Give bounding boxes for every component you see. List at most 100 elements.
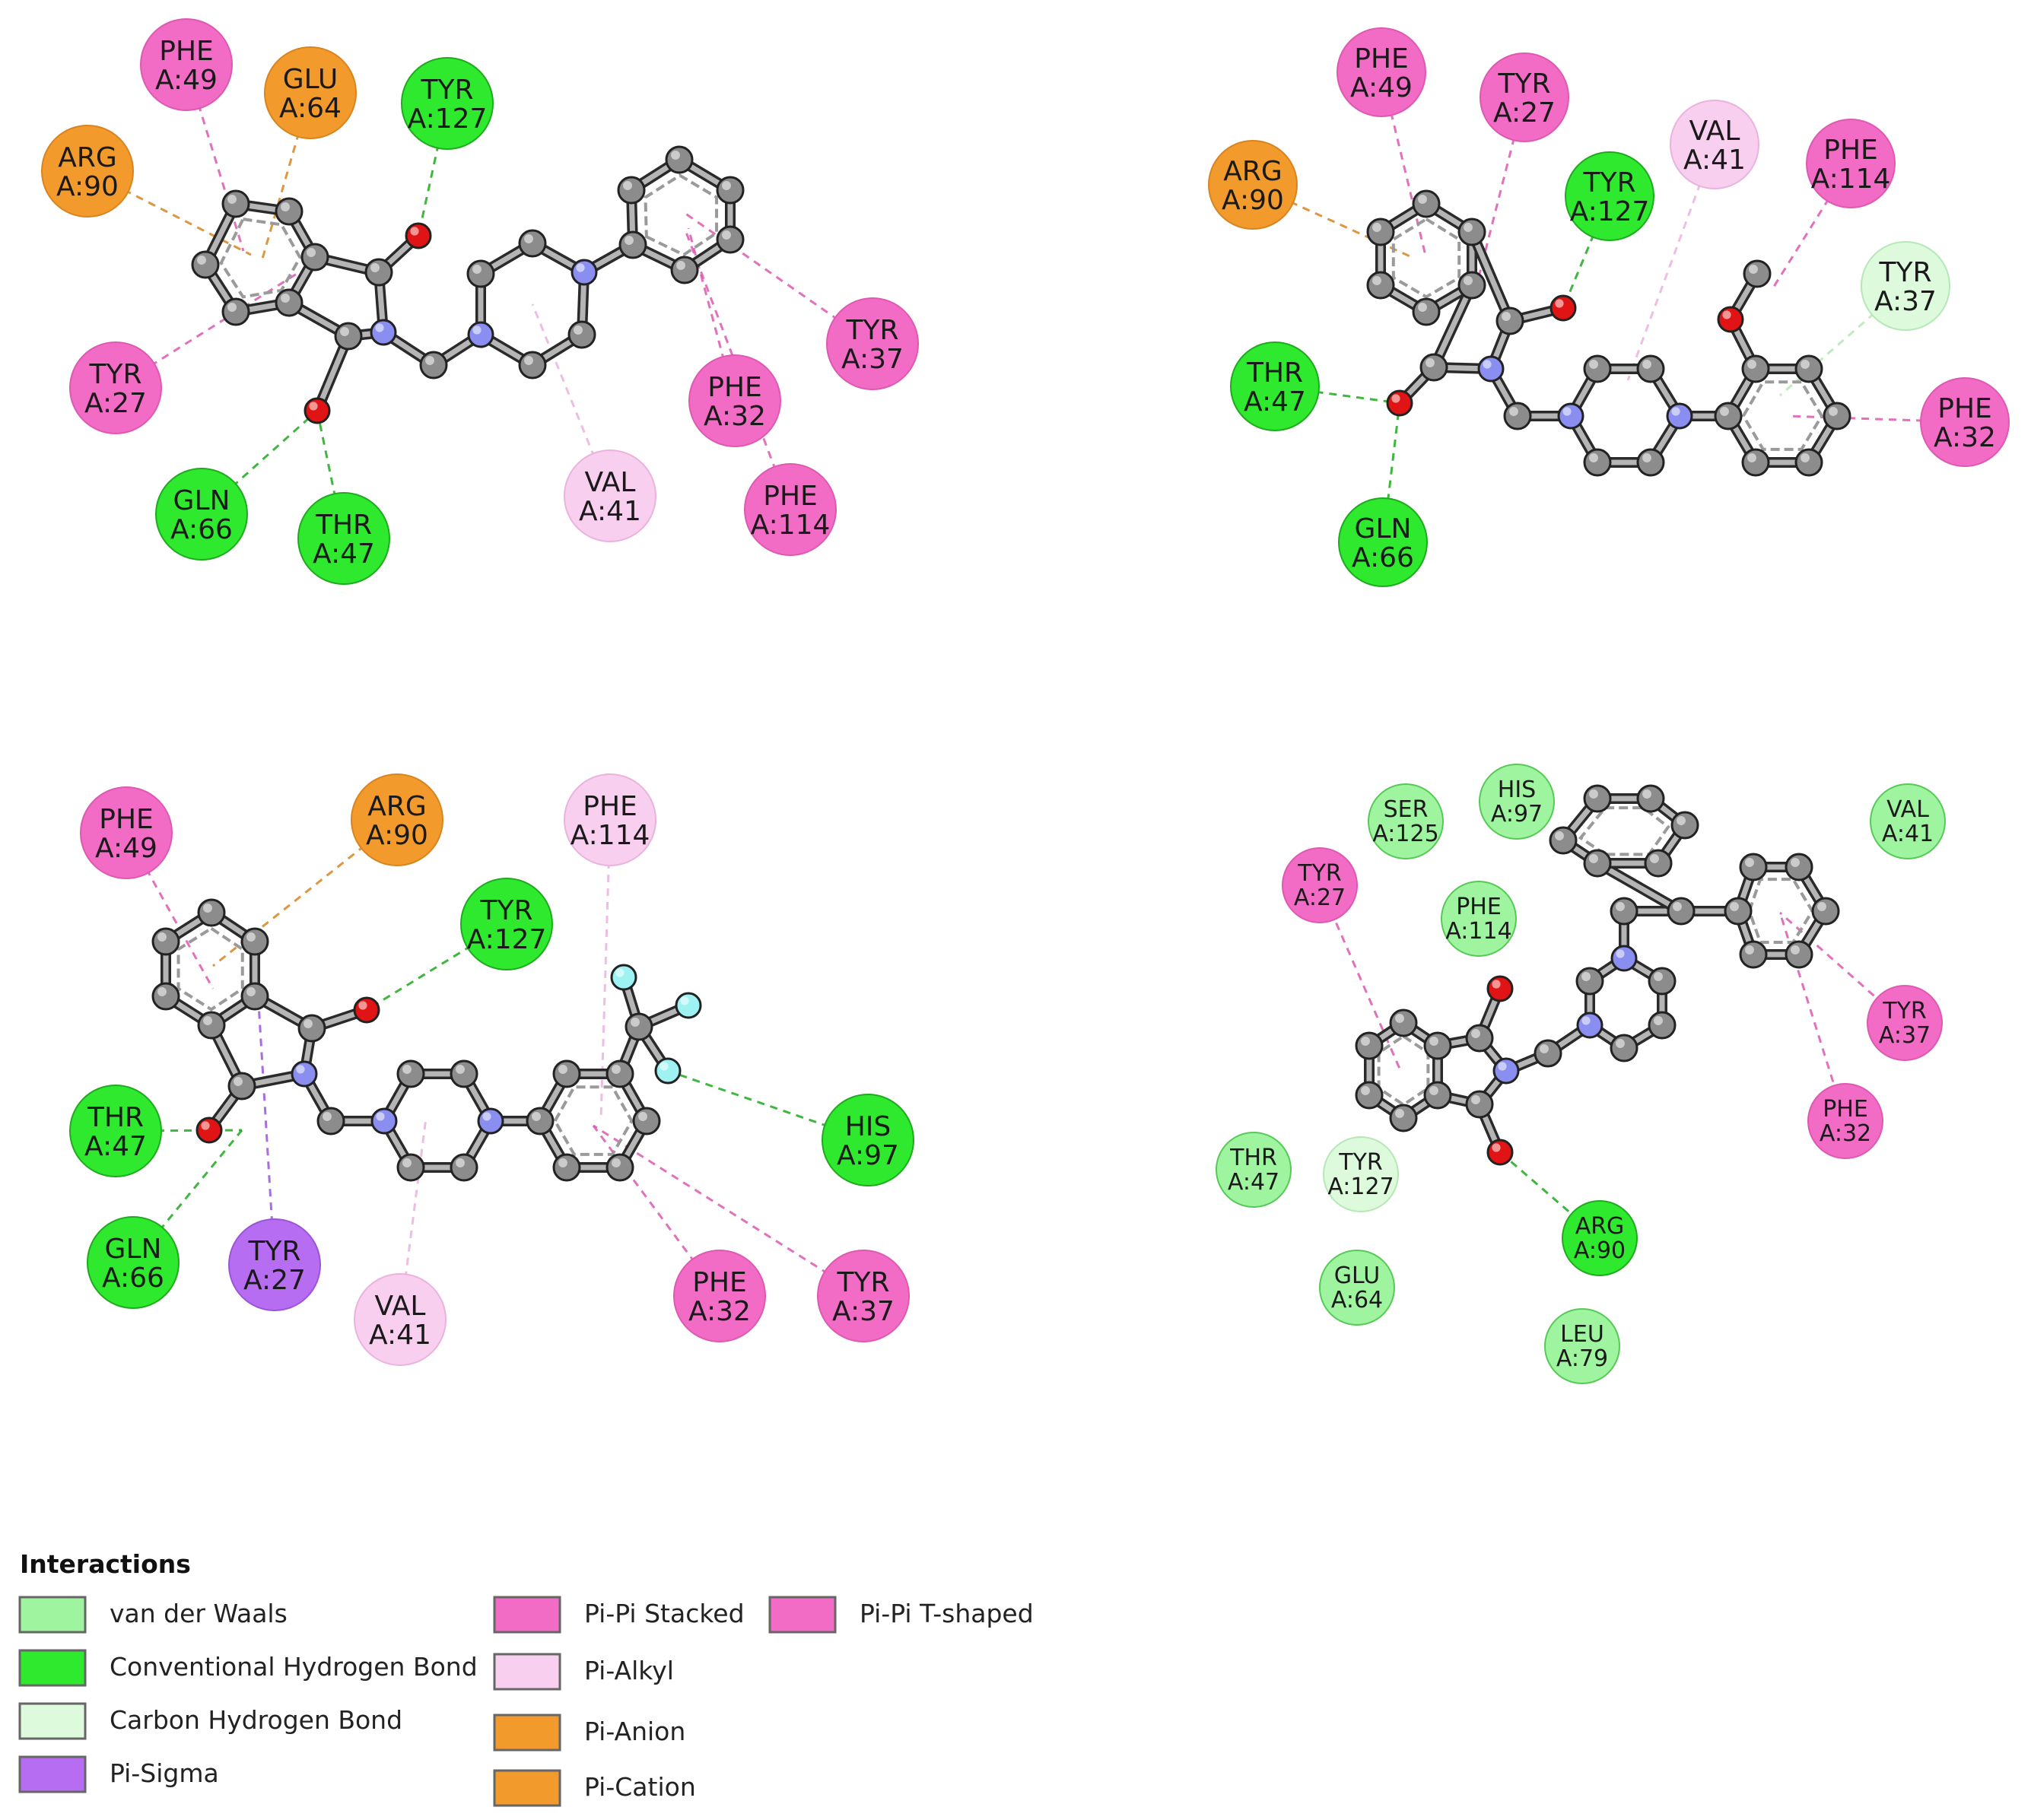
atom-shine xyxy=(1589,789,1598,799)
aromatic-ring xyxy=(1741,380,1824,451)
residue-id: A:114 xyxy=(751,510,831,541)
carbon-atom xyxy=(1583,354,1612,383)
residue-name: TYR xyxy=(1498,68,1551,100)
aromatic-ring xyxy=(176,926,244,1012)
ligand-molecule xyxy=(1355,784,1840,1166)
atom-shine xyxy=(1616,902,1625,911)
carbon-atom xyxy=(1739,853,1768,881)
legend-swatch xyxy=(18,1702,87,1740)
atom-shine xyxy=(410,227,419,236)
residue-id: A:127 xyxy=(408,103,488,135)
residue-name: TYR xyxy=(837,1267,890,1298)
atom-shine xyxy=(1555,831,1564,840)
carbon-atom xyxy=(1534,1039,1562,1068)
residue-bubble xyxy=(69,341,162,434)
residue-name: PHE xyxy=(763,481,818,512)
residue-bubble xyxy=(41,125,134,218)
carbon-atom xyxy=(1743,259,1772,288)
atom-shine xyxy=(1745,858,1754,867)
residue-id: A:127 xyxy=(1327,1174,1394,1200)
residue-id: A:41 xyxy=(1683,145,1746,176)
nitrogen-atom xyxy=(1477,355,1505,383)
residue-id: A:47 xyxy=(84,1131,147,1162)
carbon-atom xyxy=(617,176,646,205)
atom-shine xyxy=(1616,1039,1625,1048)
residue-bubble xyxy=(1338,497,1428,587)
atom-shine xyxy=(402,1158,412,1167)
carbon-atom xyxy=(396,1153,425,1182)
bond-highlight xyxy=(1594,860,1684,914)
atom-shine xyxy=(1471,1095,1480,1104)
interaction-line xyxy=(684,211,873,345)
nitrogen-atom xyxy=(370,1107,398,1135)
carbon-atom xyxy=(518,351,547,380)
legend-swatch xyxy=(768,1596,837,1634)
residue-id: A:66 xyxy=(170,514,233,545)
atom-shine xyxy=(1749,265,1758,274)
residue-name: PHE xyxy=(1823,1096,1868,1123)
carbon-atom xyxy=(1648,967,1677,996)
residue-bubble xyxy=(1216,1132,1292,1208)
residue-bubble xyxy=(1544,1308,1620,1384)
atom-shine xyxy=(1654,972,1663,981)
atom-shine xyxy=(615,968,625,977)
legend-label: Pi-Anion xyxy=(584,1717,685,1746)
atom-shine xyxy=(1642,360,1651,369)
residue-name: PHE xyxy=(1937,393,1992,424)
carbon-atom xyxy=(1794,354,1823,383)
residue-id: A:90 xyxy=(56,171,119,202)
atom-shine xyxy=(676,261,685,270)
atom-shine xyxy=(1471,1029,1480,1038)
residue-bubble xyxy=(297,492,390,585)
legend-label: Pi-Sigma xyxy=(110,1758,219,1788)
carbon-atom xyxy=(567,320,596,349)
residue-id: A:27 xyxy=(1493,97,1556,129)
fluorine-atom xyxy=(610,964,637,991)
fluorine-atom xyxy=(675,992,702,1019)
legend-swatch xyxy=(18,1596,87,1634)
carbon-atom xyxy=(151,982,180,1011)
residue-name: VAL xyxy=(374,1291,425,1322)
atom-shine xyxy=(1673,902,1682,911)
atom-shine xyxy=(1498,1062,1507,1071)
carbon-atom xyxy=(1575,967,1604,996)
carbon-atom xyxy=(221,297,250,326)
residue-name: VAL xyxy=(1886,796,1929,823)
residue-bubble xyxy=(1368,783,1444,859)
atom-shine xyxy=(1395,1014,1404,1023)
residue-bubble xyxy=(1870,783,1946,859)
atom-shine xyxy=(574,326,583,335)
atom-shine xyxy=(1418,303,1427,312)
residue-id: A:114 xyxy=(571,820,650,851)
residue-bubble xyxy=(1920,377,2010,467)
residue-bubble xyxy=(1323,1136,1399,1212)
residue-id: A:41 xyxy=(369,1320,431,1351)
carbon-atom xyxy=(1419,353,1448,382)
legend-label: Pi-Cation xyxy=(584,1772,696,1802)
carbon-atom xyxy=(1389,1104,1418,1132)
carbon-atom xyxy=(1741,448,1770,477)
carbon-atom xyxy=(191,250,220,279)
bond-highlight xyxy=(1431,282,1475,370)
residue-name: THR xyxy=(1229,1145,1277,1171)
carbon-atom xyxy=(1670,811,1699,840)
residue-bubble xyxy=(1806,119,1896,208)
oxygen-atom xyxy=(1486,975,1514,1002)
atom-shine xyxy=(246,987,256,996)
residue-name: PHE xyxy=(99,804,154,835)
atom-shine xyxy=(197,256,206,265)
legend-label: Conventional Hydrogen Bond xyxy=(110,1652,478,1682)
residue-name: PHE xyxy=(1456,894,1502,920)
residue-bubble xyxy=(69,1085,162,1177)
carbon-atom xyxy=(1739,940,1768,969)
atom-shine xyxy=(623,181,632,190)
carbon-atom xyxy=(1583,784,1612,813)
residue-bubble xyxy=(1282,847,1358,923)
interaction-line xyxy=(683,227,792,510)
atom-shine xyxy=(370,263,380,272)
aromatic-ring xyxy=(1391,217,1461,299)
carbon-atom xyxy=(632,1107,661,1136)
